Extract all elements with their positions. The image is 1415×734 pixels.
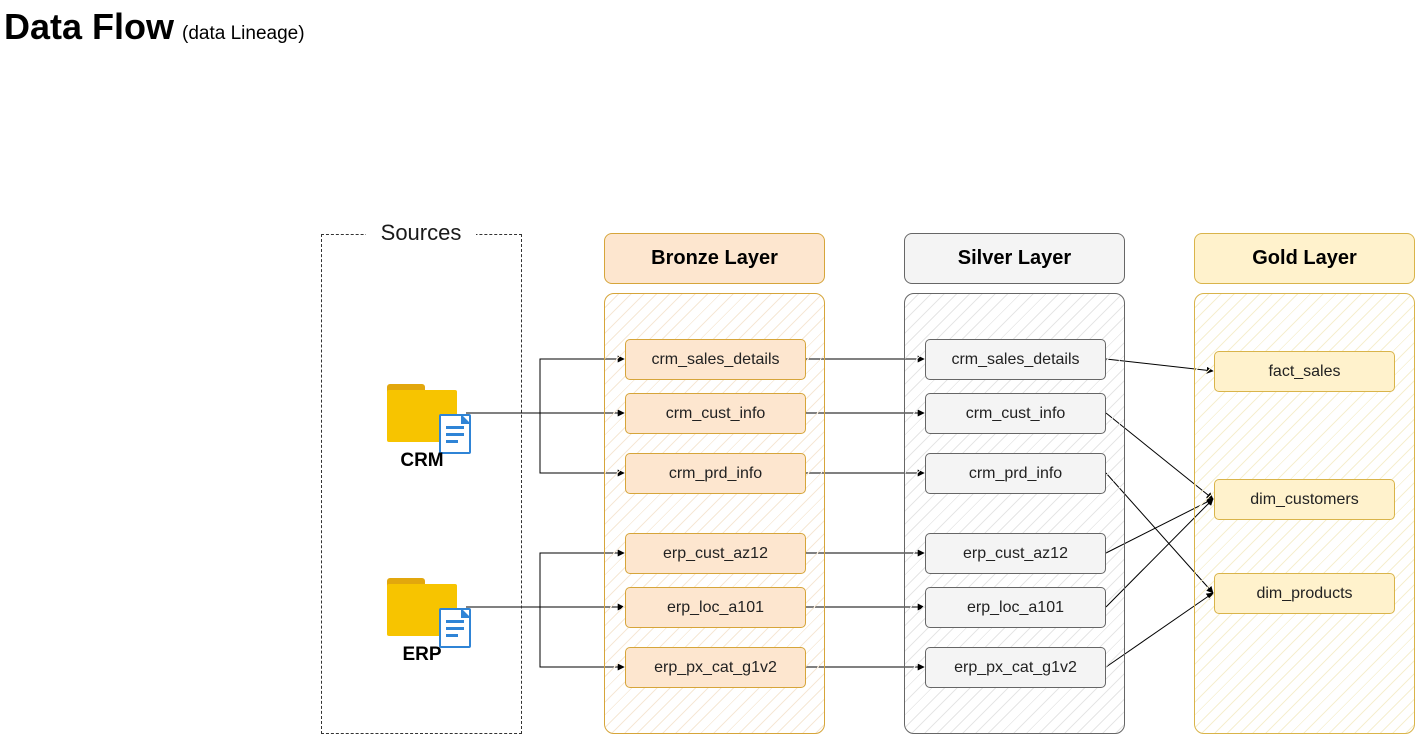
- gold-table-dim-customers[interactable]: dim_customers: [1214, 479, 1395, 520]
- sources-title: Sources: [366, 219, 476, 247]
- silver-table-erp-loc-a101[interactable]: erp_loc_a101: [925, 587, 1106, 628]
- page-title-subtitle: (data Lineage): [182, 23, 305, 44]
- gold-table-dim-products[interactable]: dim_products: [1214, 573, 1395, 614]
- silver-table-crm-cust-info[interactable]: crm_cust_info: [925, 393, 1106, 434]
- bronze-layer-header: Bronze Layer: [604, 233, 825, 284]
- silver-table-erp-cust-az12[interactable]: erp_cust_az12: [925, 533, 1106, 574]
- silver-table-crm-sales-details[interactable]: crm_sales_details: [925, 339, 1106, 380]
- bronze-table-erp-px-cat-g1v2[interactable]: erp_px_cat_g1v2: [625, 647, 806, 688]
- silver-table-erp-px-cat-g1v2[interactable]: erp_px_cat_g1v2: [925, 647, 1106, 688]
- bronze-table-crm-sales-details[interactable]: crm_sales_details: [625, 339, 806, 380]
- source-label-crm: CRM: [400, 450, 444, 471]
- arrow-crm-to-bronze-0: [539, 355, 625, 413]
- silver-layer-header: Silver Layer: [904, 233, 1125, 284]
- page-title: Data Flow (data Lineage): [4, 6, 305, 48]
- arrow-erp-to-bronze-5: [539, 607, 625, 671]
- gold-table-fact-sales[interactable]: fact_sales: [1214, 351, 1395, 392]
- bronze-table-crm-prd-info[interactable]: crm_prd_info: [625, 453, 806, 494]
- gold-layer-header: Gold Layer: [1194, 233, 1415, 284]
- bronze-table-erp-loc-a101[interactable]: erp_loc_a101: [625, 587, 806, 628]
- source-label-erp: ERP: [402, 644, 442, 665]
- erp-folder-document-icon: [387, 578, 473, 650]
- page-title-main: Data Flow: [4, 6, 175, 47]
- arrow-crm-to-bronze-2: [539, 413, 625, 477]
- arrow-erp-to-bronze-3: [539, 549, 625, 607]
- bronze-table-crm-cust-info[interactable]: crm_cust_info: [625, 393, 806, 434]
- bronze-table-erp-cust-az12[interactable]: erp_cust_az12: [625, 533, 806, 574]
- document-icon: [439, 608, 471, 648]
- crm-folder-document-icon: [387, 384, 473, 456]
- silver-table-crm-prd-info[interactable]: crm_prd_info: [925, 453, 1106, 494]
- document-icon: [439, 414, 471, 454]
